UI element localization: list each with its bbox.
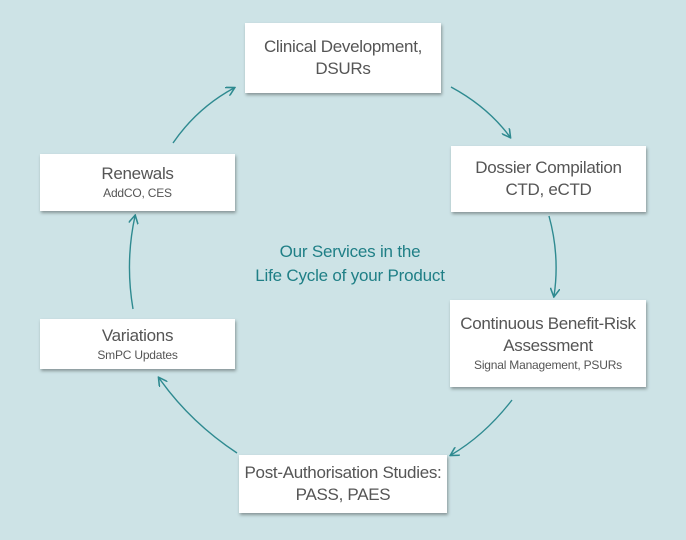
- arrow-renewals-to-clinical: [172, 88, 234, 144]
- box-renewals: Renewals AddCO, CES: [40, 154, 235, 211]
- box-clinical-development: Clinical Development, DSURs: [245, 23, 441, 93]
- renewals-title: Renewals: [101, 164, 174, 183]
- dossier-title-line2: CTD, eCTD: [505, 180, 592, 199]
- center-heading: Our Services in the Life Cycle of your P…: [200, 240, 500, 288]
- variations-subtitle: SmPC Updates: [97, 347, 178, 362]
- arrow-benefit-risk-to-post-auth: [451, 399, 513, 455]
- benefit-risk-subtitle: Signal Management, PSURs: [474, 358, 622, 372]
- benefit-risk-title-line1: Continuous Benefit-Risk: [460, 314, 636, 333]
- post-auth-title-line2: PASS, PAES: [295, 485, 391, 504]
- box-variations: Variations SmPC Updates: [40, 319, 235, 369]
- box-dossier-compilation: Dossier Compilation CTD, eCTD: [451, 146, 646, 212]
- arrow-dossier-to-benefit-risk: [548, 215, 556, 296]
- center-heading-line1: Our Services in the: [279, 242, 421, 261]
- box-post-authorisation-studies: Post-Authorisation Studies: PASS, PAES: [239, 455, 447, 513]
- benefit-risk-title-line2: Assessment: [503, 336, 593, 355]
- arrow-variations-to-renewals: [129, 216, 135, 310]
- renewals-subtitle: AddCO, CES: [103, 186, 172, 200]
- clinical-title-line1: Clinical Development,: [263, 37, 423, 56]
- arrow-post-auth-to-variations: [159, 378, 238, 454]
- arrow-clinical-to-dossier: [450, 86, 510, 137]
- dossier-title-line1: Dossier Compilation: [475, 158, 622, 177]
- variations-title: Variations: [101, 325, 174, 345]
- clinical-title-line2: DSURs: [315, 59, 371, 78]
- post-auth-title-line1: Post-Authorisation Studies:: [244, 463, 442, 482]
- center-heading-line2: Life Cycle of your Product: [255, 266, 445, 285]
- box-benefit-risk-assessment: Continuous Benefit-Risk Assessment Signa…: [450, 300, 646, 387]
